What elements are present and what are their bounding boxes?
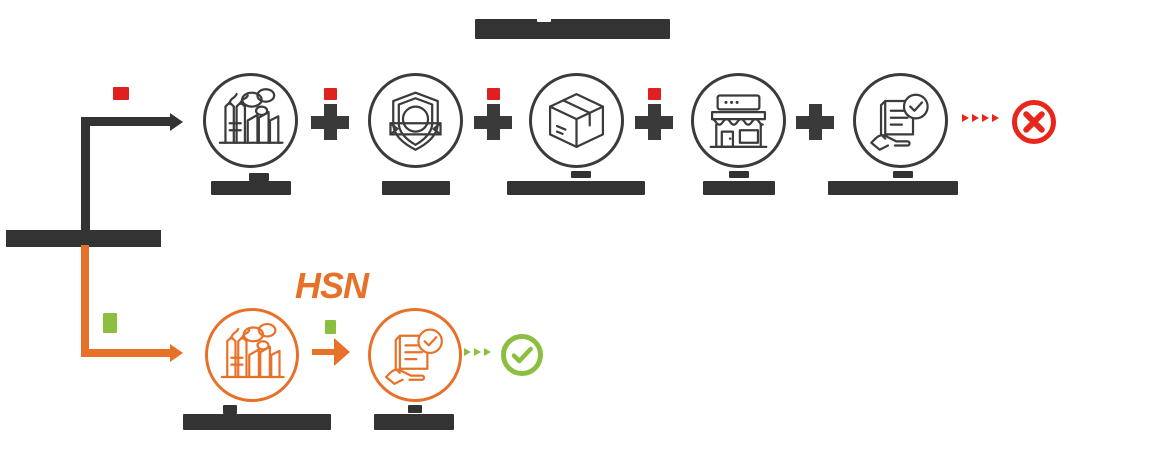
plus-arrow-separator-4 xyxy=(796,104,834,140)
label-bar-top xyxy=(223,405,237,414)
orange-branch-lead xyxy=(81,349,173,357)
icon-circle xyxy=(368,73,463,168)
step-marker-2 xyxy=(487,88,500,100)
circle-check-icon xyxy=(501,334,543,376)
approved-outcome-arrow xyxy=(464,348,491,356)
label-bar-main xyxy=(183,414,331,430)
dark-branch-riser xyxy=(81,117,90,238)
label-bar-top xyxy=(893,171,913,178)
label-bar-main xyxy=(382,181,450,195)
factory-icon xyxy=(220,322,285,379)
factory-icon xyxy=(218,88,284,144)
title-redaction-bar xyxy=(475,19,670,39)
icon-circle xyxy=(853,73,948,168)
check-glyph xyxy=(511,346,533,364)
rejected-outcome-arrow xyxy=(962,114,999,122)
step-marker-3 xyxy=(648,88,661,100)
dark-branch-marker xyxy=(113,87,129,100)
label-bar-top xyxy=(249,173,269,181)
plus-arrow-separator-1 xyxy=(311,104,349,140)
orange-branch-marker xyxy=(103,313,117,333)
icon-circle xyxy=(529,73,624,168)
arrow-right-icon xyxy=(312,338,350,366)
label-bar-main xyxy=(507,181,645,195)
step-marker-1 xyxy=(324,88,337,100)
orange-branch-arrowhead xyxy=(170,344,183,362)
package-box-icon xyxy=(548,92,605,149)
brand-logo-hsn: HSN xyxy=(295,265,369,306)
icon-circle xyxy=(691,73,786,168)
brand-logo-text: HSN xyxy=(295,265,369,306)
title-redaction-notch xyxy=(537,14,551,22)
icon-circle xyxy=(205,308,299,402)
label-bar-top xyxy=(408,405,422,413)
plus-arrow-separator-3 xyxy=(635,104,673,140)
label-bar-main xyxy=(211,181,291,195)
label-bar-top xyxy=(571,171,591,178)
orange-branch-riser xyxy=(81,245,89,357)
label-bar-top xyxy=(729,171,749,178)
dark-branch-lead xyxy=(81,117,173,126)
plus-arrow-separator-2 xyxy=(474,104,512,140)
hand-document-check-icon xyxy=(870,93,929,151)
label-bar-main xyxy=(374,414,454,430)
label-bar-main xyxy=(703,181,775,195)
root-trunk-bar xyxy=(6,230,161,247)
certificate-badge-icon xyxy=(389,91,442,151)
hsn-step-marker-1 xyxy=(325,320,336,334)
icon-circle xyxy=(368,308,462,402)
storefront-icon xyxy=(709,94,768,149)
dark-branch-arrowhead xyxy=(170,113,183,131)
x-glyph xyxy=(1023,111,1045,133)
hand-document-check-icon xyxy=(385,328,443,385)
circle-x-icon xyxy=(1012,100,1056,144)
page-title xyxy=(475,14,675,40)
icon-circle xyxy=(203,73,298,168)
label-bar-main xyxy=(828,181,958,195)
